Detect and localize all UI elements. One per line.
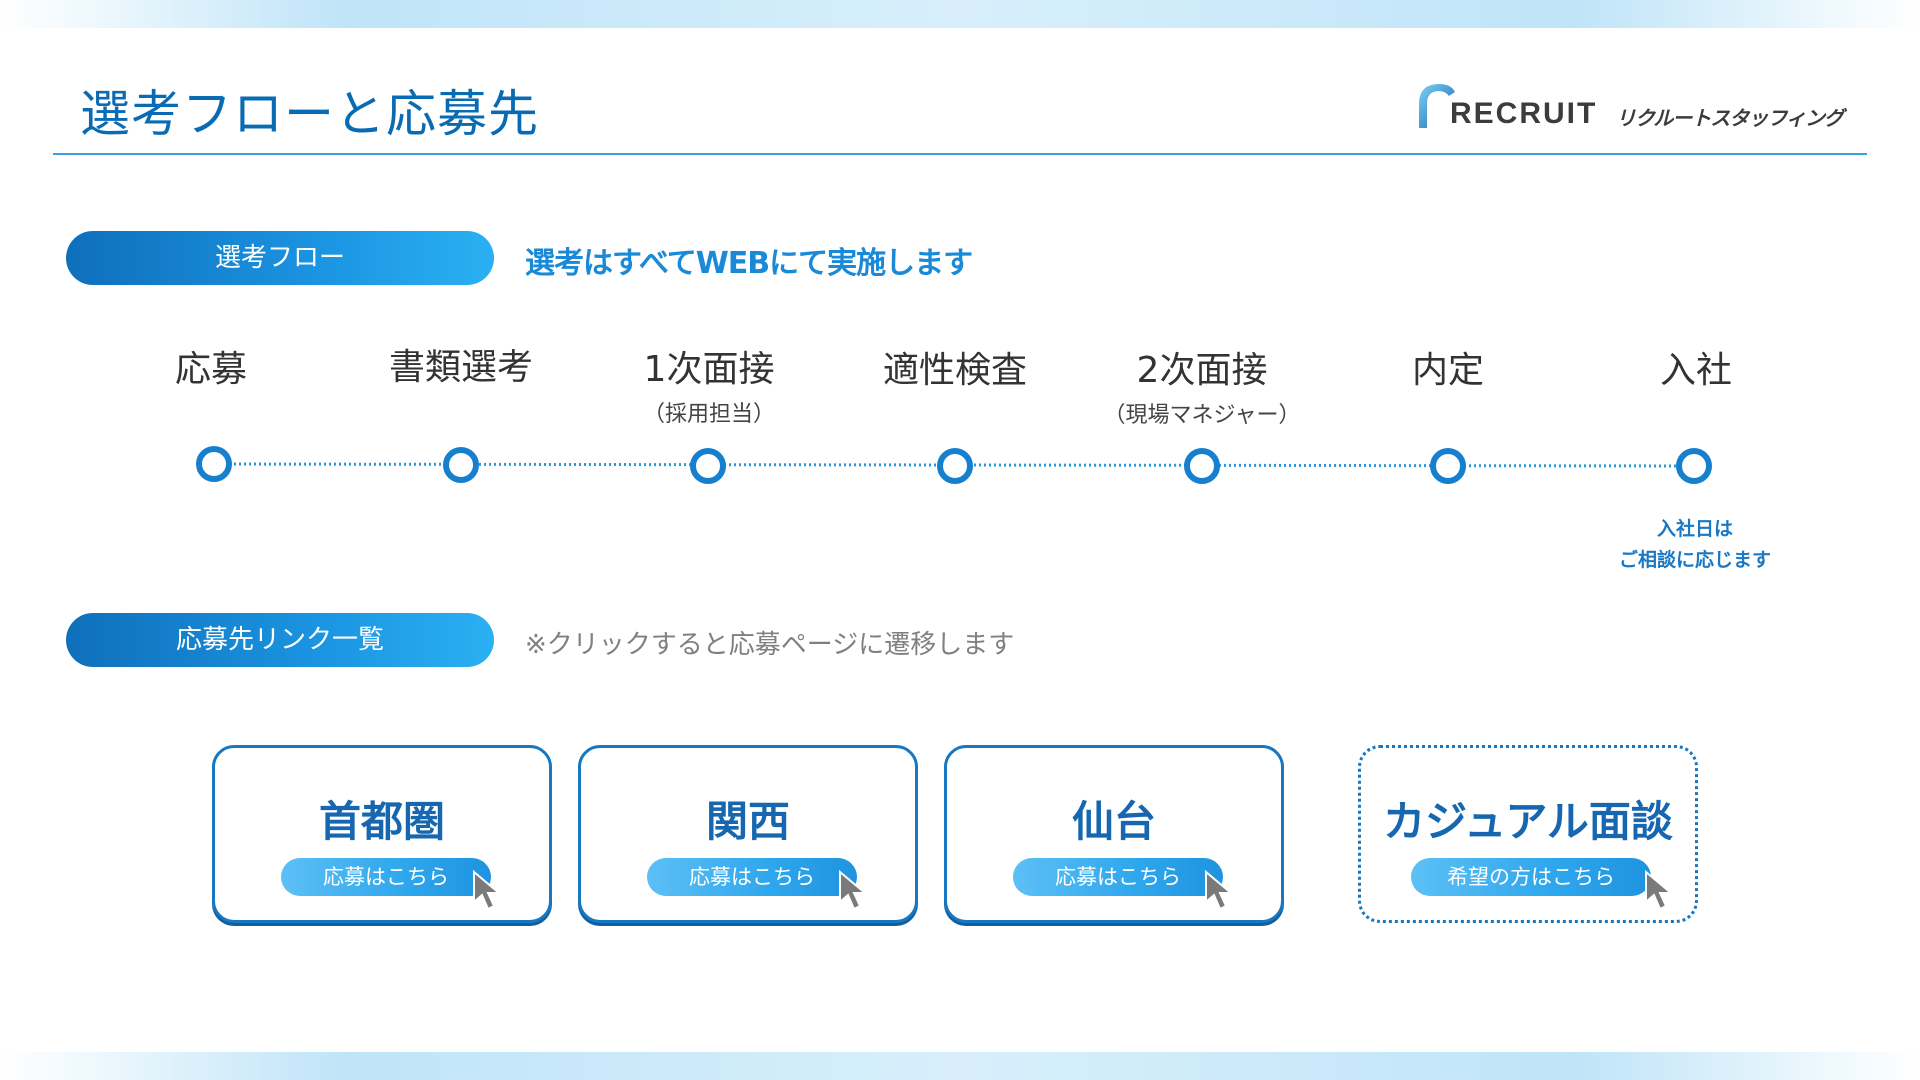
step-label: 入社 xyxy=(1659,350,1732,391)
card-title: 仙台 xyxy=(1071,797,1156,846)
bottom-band xyxy=(0,1052,1920,1080)
flow-step-second-interview: 2次面接 （現場マネジャー） xyxy=(1092,341,1312,429)
cursor-icon xyxy=(1205,870,1234,911)
apply-button[interactable]: 応募はこちら xyxy=(281,858,491,896)
flow-step-join: 入社 xyxy=(1586,341,1806,393)
cursor-icon xyxy=(473,870,502,911)
timeline-node-aptitude-test xyxy=(937,448,973,484)
recruit-logo-icon xyxy=(1419,84,1455,128)
card-title: カジュアル面談 xyxy=(1383,797,1673,846)
card-title: 首都圏 xyxy=(318,797,445,846)
timeline-node-second-interview xyxy=(1184,448,1220,484)
timeline-node-offer xyxy=(1430,448,1466,484)
casual-interview-button[interactable]: 希望の方はこちら xyxy=(1411,858,1651,896)
timeline-node-apply xyxy=(196,446,232,482)
apply-button[interactable]: 応募はこちら xyxy=(1013,858,1223,896)
timeline-line xyxy=(213,462,1695,468)
logo-sub-text: リクルートスタッフィング xyxy=(1616,106,1844,130)
step-label: 適性検査 xyxy=(882,350,1027,391)
top-band xyxy=(0,0,1920,28)
card-title: 関西 xyxy=(705,797,790,846)
join-note-line: ご相談に応じます xyxy=(1618,549,1771,571)
timeline-node-document-screening xyxy=(443,447,479,483)
apply-card-sendai[interactable]: 仙台 応募はこちら xyxy=(944,745,1284,923)
step-sub: （現場マネジャー） xyxy=(1103,403,1301,428)
flow-step-aptitude-test: 適性検査 xyxy=(845,341,1065,393)
links-section-pill: 応募先リンク一覧 xyxy=(66,613,494,667)
apply-card-kansai[interactable]: 関西 応募はこちら xyxy=(578,745,918,923)
flow-section-pill: 選考フロー xyxy=(66,231,494,285)
flow-step-first-interview: 1次面接 （採用担当） xyxy=(599,340,819,428)
join-date-note: 入社日は ご相談に応じます xyxy=(1590,514,1800,576)
recruit-logo: RECRUIT リクルートスタッフィング xyxy=(1412,80,1872,132)
cursor-icon xyxy=(1645,870,1674,911)
step-label: 1次面接 xyxy=(643,349,775,390)
flow-step-offer: 内定 xyxy=(1338,341,1558,393)
step-label: 書類選考 xyxy=(388,347,533,388)
step-label: 内定 xyxy=(1411,350,1484,391)
step-label: 2次面接 xyxy=(1136,350,1268,391)
title-divider xyxy=(53,153,1867,155)
logo-brand-text: RECRUIT xyxy=(1450,97,1598,130)
apply-card-tokyo[interactable]: 首都圏 応募はこちら xyxy=(212,745,552,923)
cursor-icon xyxy=(839,870,868,911)
flow-note: 選考はすべてWEBにて実施します xyxy=(525,246,973,281)
page-title: 選考フローと応募先 xyxy=(80,85,539,143)
timeline-node-first-interview xyxy=(690,448,726,484)
timeline-node-join xyxy=(1676,448,1712,484)
flow-step-document-screening: 書類選考 xyxy=(351,338,571,390)
step-label: 応募 xyxy=(174,349,247,390)
apply-card-casual-interview[interactable]: カジュアル面談 希望の方はこちら xyxy=(1358,745,1698,923)
step-sub: （採用担当） xyxy=(642,402,775,427)
flow-step-apply: 応募 xyxy=(101,340,321,392)
apply-button[interactable]: 応募はこちら xyxy=(647,858,857,896)
links-note: ※クリックすると応募ページに遷移します xyxy=(525,630,1015,660)
join-note-line: 入社日は xyxy=(1656,518,1733,540)
